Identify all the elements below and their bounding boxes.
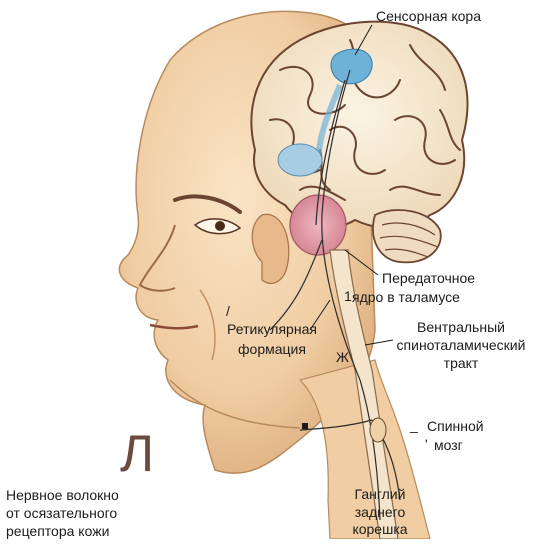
label-relay-nucleus-line1: Передаточное	[382, 270, 475, 287]
label-nerve-fiber-line2: от осязательного	[6, 505, 117, 522]
label-reticular-line1: Ретикулярная	[218, 321, 326, 338]
sensory-cortex-region	[331, 49, 372, 84]
label-ganglion-line2: заднего	[340, 504, 420, 521]
label-ganglion-line1: Ганглий	[340, 486, 420, 503]
slash-mark: /	[226, 304, 230, 318]
label-ganglion-line3: корешка	[340, 521, 420, 538]
receptor-mark	[302, 423, 308, 429]
underscore-mark: _	[410, 418, 418, 432]
label-ventral-line2: спиноталамический	[386, 337, 536, 354]
figure-letter: Л	[120, 428, 154, 480]
apostrophe-mark: '	[425, 437, 428, 451]
label-ventral-line3: тракт	[386, 355, 536, 372]
label-nerve-fiber-line3: рецептора кожи	[6, 523, 109, 540]
cerebellum	[373, 210, 441, 262]
label-relay-nucleus-line2: ядро в таламусе	[352, 289, 460, 306]
label-ventral-line1: Вентральный	[386, 319, 536, 336]
eye-pupil	[215, 221, 225, 231]
ganglion-shape	[370, 418, 386, 442]
label-spinal-cord-line1: Спинной	[427, 418, 484, 435]
label-sensory-cortex: Сенсорная кора	[376, 8, 481, 25]
inner-brain-blue	[278, 144, 322, 176]
label-spinal-cord-line2: мозг	[434, 437, 463, 454]
label-nerve-fiber-line1: Нервное волокно	[6, 487, 119, 504]
relay-mark: 1	[344, 289, 352, 303]
label-reticular-line2: формация	[218, 341, 326, 358]
zh-mark: Ж	[336, 350, 349, 364]
